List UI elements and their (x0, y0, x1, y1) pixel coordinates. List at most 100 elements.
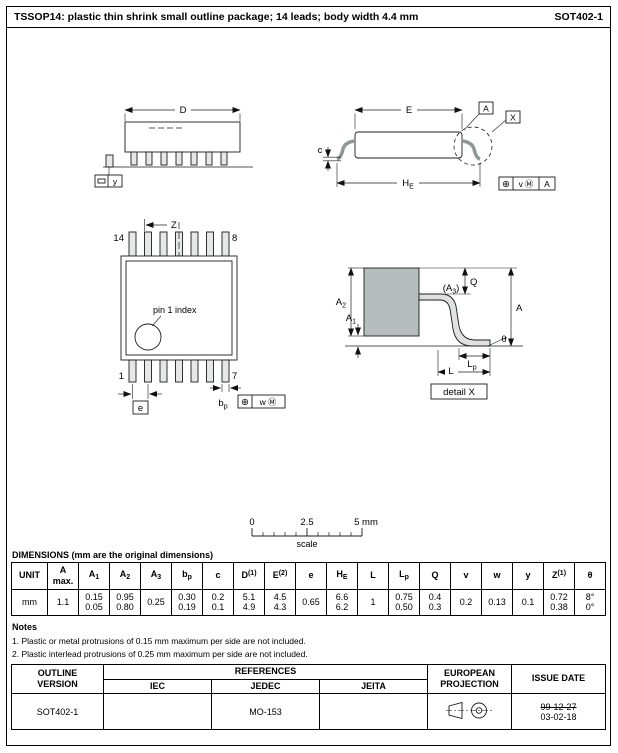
dim-column-header: UNIT (11, 562, 48, 590)
position-symbol-icon: ⊕ (502, 179, 510, 190)
first-angle-projection-icon (445, 702, 494, 720)
dim-column-header: L (357, 562, 389, 590)
detail-region-circle (453, 126, 493, 166)
dim-label-e-pitch: e (138, 403, 143, 414)
notes-title: Notes (12, 622, 38, 633)
detail-x-view: A2 A1 Q (A3) A θ (336, 267, 523, 400)
dim-label-a3: (A3) (443, 283, 460, 296)
references-header-row: OUTLINE VERSION REFERENCES EUROPEAN PROJ… (11, 663, 606, 695)
jedec-value: MO-153 (211, 693, 320, 731)
flatness-value: y (113, 177, 118, 187)
dim-cell: 8° 0° (574, 588, 606, 617)
end-view: E A X c (318, 101, 556, 191)
dim-cell: 4.5 4.3 (264, 588, 296, 617)
dim-column-header: A2 (109, 562, 141, 590)
left-lead (336, 139, 356, 161)
references-subheader-row: IEC JEDEC JEITA (12, 678, 606, 695)
issue-date-old: 99-12-27 (540, 701, 577, 712)
datum-a-label: A (483, 104, 489, 114)
dim-column-header: v (450, 562, 482, 590)
dim-cell: 0.4 0.3 (419, 588, 451, 617)
projection-symbol-cell (427, 693, 512, 731)
scale-tick-mid: 2.5 (300, 517, 313, 528)
dim-label-l: L (448, 366, 453, 377)
datasheet-page: TSSOP14: plastic thin shrink small outli… (6, 6, 611, 746)
dim-cell: mm (11, 588, 48, 617)
dim-label-a1: A1 (346, 313, 356, 326)
package-drawing-svg: D y (94, 101, 556, 549)
dim-label-d: D (180, 105, 187, 116)
right-lead (461, 139, 481, 161)
note-1: 1. Plastic or metal protrusions of 0.15 … (12, 636, 306, 647)
dim-column-header: Z(1) (543, 562, 575, 590)
european-projection-header: EUROPEAN PROJECTION (427, 663, 512, 695)
dim-cell: 0.2 0.1 (202, 588, 234, 617)
dim-cell: 0.25 (140, 588, 172, 617)
jeita-header: JEITA (319, 678, 428, 695)
iec-header: IEC (103, 678, 212, 695)
page-header: TSSOP14: plastic thin shrink small outli… (7, 7, 610, 28)
dim-column-header: c (202, 562, 234, 590)
dim-column-header: HE (326, 562, 358, 590)
dim-cell: 0.72 0.38 (543, 588, 575, 617)
scale-tick-0: 0 (249, 517, 254, 528)
references-header: REFERENCES (103, 663, 428, 680)
dim-label-bp: bp (218, 398, 227, 411)
detail-x-title-box (430, 383, 488, 400)
dim-label-c: c (318, 145, 323, 156)
dim-column-header: θ (574, 562, 606, 590)
dim-column-header: D(1) (233, 562, 265, 590)
dim-label-lp: Lp (467, 359, 476, 372)
position-symbol-icon: ⊕ (241, 397, 249, 408)
references-table: OUTLINE VERSION REFERENCES EUROPEAN PROJ… (11, 663, 606, 731)
dim-cell: 5.1 4.9 (233, 588, 265, 617)
dim-cell: 0.75 0.50 (388, 588, 420, 617)
outline-version-value: SOT402-1 (11, 693, 104, 731)
dim-column-header: y (512, 562, 544, 590)
datum-a-box (478, 101, 494, 115)
issue-date-new: 03-02-18 (540, 711, 577, 722)
pin-1-label: 1 (119, 371, 124, 382)
dim-column-header: A3 (140, 562, 172, 590)
dim-cell: 0.13 (481, 588, 513, 617)
pin1-index-label: pin 1 index (153, 305, 197, 315)
outline-version-header: OUTLINE VERSION (11, 663, 104, 695)
package-code: SOT402-1 (554, 11, 603, 23)
dim-cell: 0.2 (450, 588, 482, 617)
notes-section: Notes 1. Plastic or metal protrusions of… (12, 621, 605, 660)
dimensions-title: DIMENSIONS (mm are the original dimensio… (12, 550, 214, 560)
dim-column-header: E(2) (264, 562, 296, 590)
dim-column-header: Q (419, 562, 451, 590)
dim-cell: 1 (357, 588, 389, 617)
pin-14-label: 14 (113, 233, 124, 244)
dim-label-e: E (406, 105, 412, 116)
detail-x-title: detail X (443, 387, 475, 398)
issue-date-header: ISSUE DATE (511, 663, 606, 695)
detail-x-ref-label: X (510, 113, 516, 123)
dim-label-a2: A2 (336, 297, 346, 310)
jedec-header: JEDEC (211, 678, 320, 695)
dim-label-he: HE (402, 178, 414, 191)
pin1-index-mark (134, 323, 162, 351)
pin-8-label: 8 (232, 233, 237, 244)
basic-dim-box (132, 400, 149, 415)
note-2: 2. Plastic interlead protrusions of 0.25… (12, 648, 308, 659)
dim-cell: 0.65 (295, 588, 327, 617)
dim-label-z: Z (171, 220, 177, 231)
dim-cell: 0.1 (512, 588, 544, 617)
iec-value (103, 693, 212, 731)
issue-date-value: 99-12-27 03-02-18 (511, 693, 606, 731)
pin-7-label: 7 (232, 371, 237, 382)
dim-label-theta: θ (501, 334, 506, 345)
scale-label: scale (296, 539, 317, 548)
jeita-value (319, 693, 428, 731)
package-outline-drawing: D y (7, 28, 609, 549)
page-title: TSSOP14: plastic thin shrink small outli… (14, 11, 419, 23)
